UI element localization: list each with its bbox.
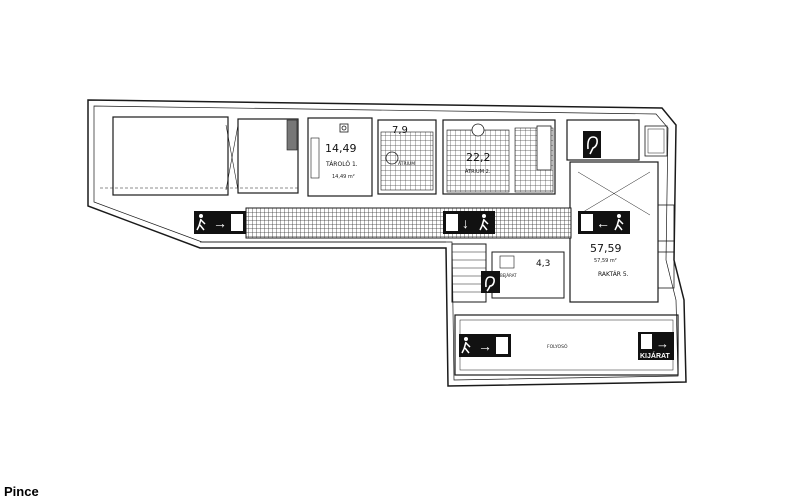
- page-caption: Pince: [4, 484, 39, 499]
- exit-sign-right-arrow: ←: [596, 215, 610, 231]
- svg-text:→: →: [656, 336, 669, 351]
- right-top-rooms: [566, 119, 668, 161]
- room-number-r1: 14,49: [325, 142, 357, 155]
- kijarat-sign: → KIJÁRAT: [638, 332, 674, 360]
- room-label-r2: ÁTRIUM: [398, 160, 415, 167]
- room-label-r1: TÁROLÓ 1.: [325, 161, 358, 168]
- hearing-loop-icon: [583, 131, 601, 158]
- corridor: [200, 207, 572, 243]
- exit-sign-left-arrow: →: [213, 215, 227, 231]
- exit-sign-center: ↓: [443, 211, 495, 234]
- building-outline: [87, 99, 687, 387]
- room-number-r3: 22,2: [466, 151, 491, 164]
- room-storage-1: [307, 117, 373, 197]
- room-number-r4: 57,59: [590, 242, 622, 255]
- exit-sign-center-arrow: ↓: [462, 215, 469, 231]
- hearing-loop-icon: [481, 271, 500, 293]
- room-atrium-small: [377, 119, 437, 195]
- room-number-r5: 4,3: [536, 259, 550, 269]
- room-label-r3: ÁTRIUM 2.: [465, 168, 491, 175]
- kijarat-label: KIJÁRAT: [640, 351, 671, 360]
- room-label-r6: BEJÁRAT: [500, 273, 517, 278]
- room-label-r4: RAKTÁR 5.: [598, 271, 629, 278]
- room-area-r1: 14,49 m²: [332, 174, 355, 180]
- exit-sign-right: ←: [578, 211, 630, 234]
- exit-sign-bottom: →: [459, 334, 511, 357]
- exit-sign-left: →: [194, 211, 246, 234]
- room-number-r2: 7,9: [392, 125, 408, 136]
- room-atrium-large: [442, 119, 556, 195]
- floor-plan: 14,49 TÁROLÓ 1. 14,49 m² 7,9 ÁTRIUM 22,2…: [87, 99, 687, 387]
- room-label-r7: FOLYOSÓ: [547, 343, 568, 350]
- room-area-r4: 57,59 m²: [594, 258, 617, 264]
- left-rooms: [100, 116, 300, 196]
- exit-sign-bottom-arrow: →: [478, 338, 492, 354]
